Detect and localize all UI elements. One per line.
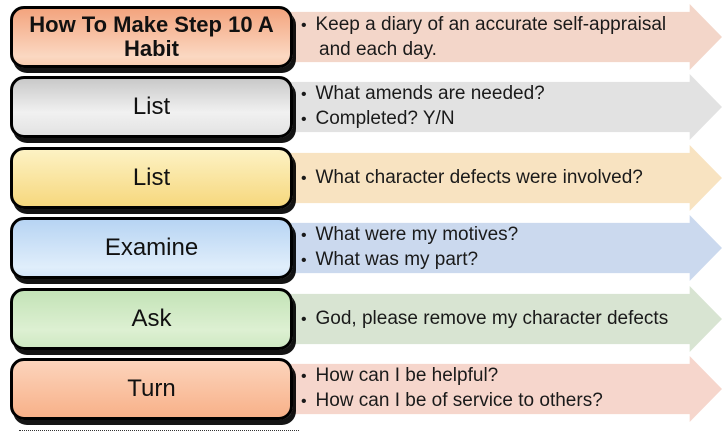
bullet-list: What were my motives? What was my part? [291,223,722,273]
bullet-list: What amends are needed? Completed? Y/N [291,82,722,132]
bullet-item: How can I be of service to others? [301,389,674,414]
bullet-list: What character defects were involved? [291,166,722,191]
diagram-row-ask: God, please remove my character defects … [0,286,722,352]
diagram-row-list-defects: What character defects were involved? Li… [0,145,722,211]
diagram-row-list-amends: What amends are needed? Completed? Y/N L… [0,74,722,140]
step-box-list-defects: List [10,147,293,209]
step-box-examine: Examine [10,217,293,279]
arrow-callout-title: Keep a diary of an accurate self-apprais… [291,4,722,70]
placeholder-dotted-line [19,430,299,431]
bullet-list: How can I be helpful? How can I be of se… [291,364,722,414]
diagram-row-title: Keep a diary of an accurate self-apprais… [0,4,722,70]
bullet-item: What were my motives? [301,223,674,248]
arrow-callout-list-amends: What amends are needed? Completed? Y/N [291,74,722,140]
step-box-turn: Turn [10,358,293,420]
arrow-callout-examine: What were my motives? What was my part? [291,215,722,281]
step-box-ask: Ask [10,288,293,350]
diagram-row-examine: What were my motives? What was my part? … [0,215,722,281]
step-box-label: Turn [127,374,176,402]
bullet-item: Completed? Y/N [301,107,674,132]
step-box-label: Examine [104,233,199,261]
step-box-label: List [132,92,171,120]
bullet-item: Keep a diary of an accurate self-apprais… [301,13,674,62]
step-box-label: Ask [131,304,172,332]
step-box-list-amends: List [10,76,293,138]
step-box-label: List [132,163,171,191]
bullet-item: God, please remove my character defects [301,307,674,332]
arrow-callout-list-defects: What character defects were involved? [291,145,722,211]
bullet-list: Keep a diary of an accurate self-apprais… [291,13,722,62]
diagram-row-turn: How can I be helpful? How can I be of se… [0,356,722,422]
step-box-label: How To Make Step 10 A Habit [29,11,274,61]
bullet-list: God, please remove my character defects [291,307,722,332]
arrow-callout-turn: How can I be helpful? How can I be of se… [291,356,722,422]
step-box-title: How To Make Step 10 A Habit [10,6,293,68]
arrow-callout-ask: God, please remove my character defects [291,286,722,352]
bullet-item: How can I be helpful? [301,364,674,389]
bullet-item: What amends are needed? [301,82,674,107]
bullet-item: What character defects were involved? [301,166,674,191]
bullet-item: What was my part? [301,248,674,273]
